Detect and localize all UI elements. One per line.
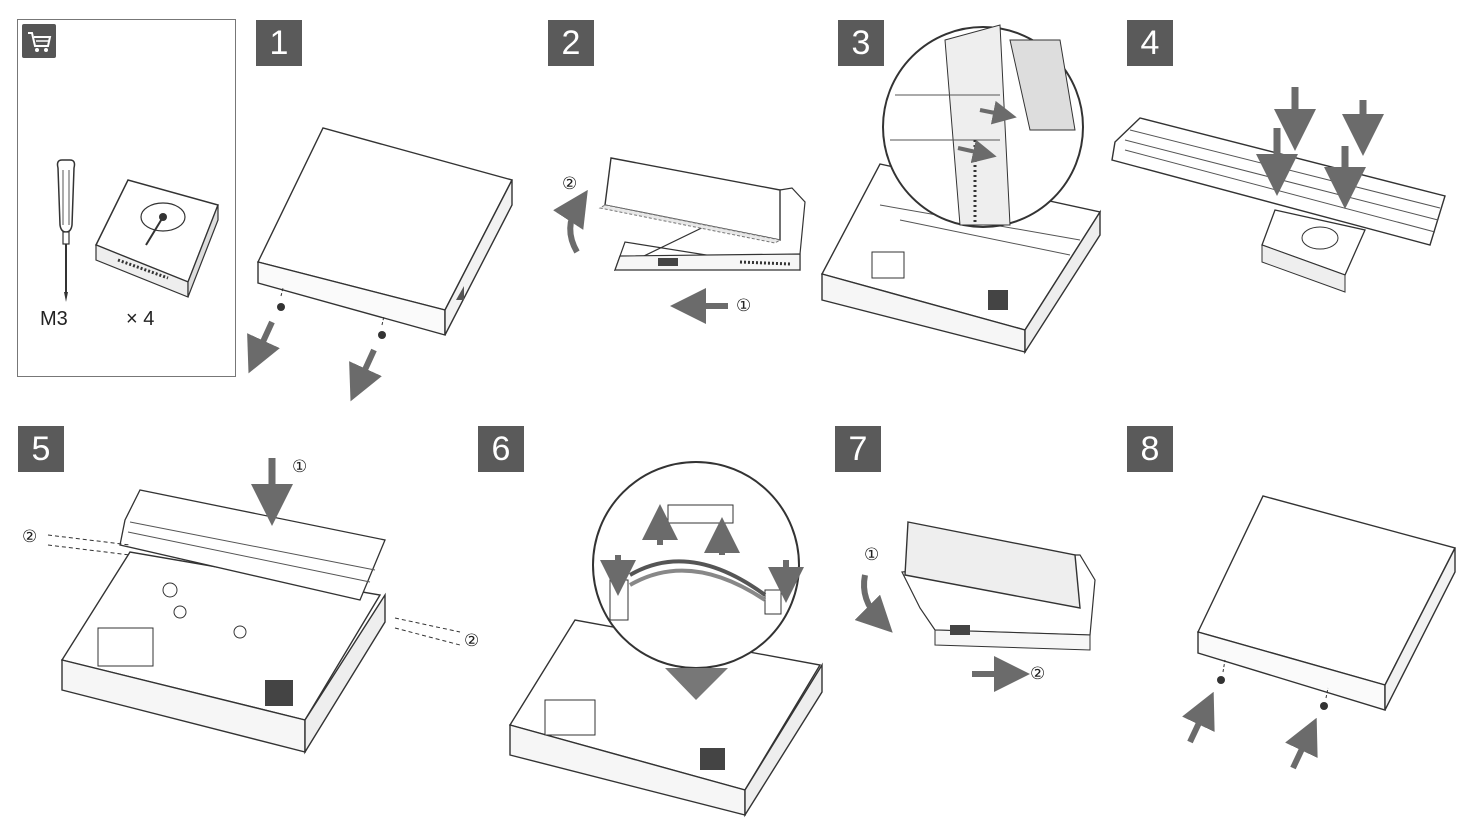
step-3-zoom-circle xyxy=(882,24,1084,228)
step-2-badge: 2 xyxy=(548,20,594,66)
step-5-chassis xyxy=(60,551,386,755)
step-7-callout-1: ① xyxy=(864,545,880,564)
step-7-device xyxy=(901,521,1096,651)
tools-panel: M3 × 4 xyxy=(17,19,236,377)
step-8-screws xyxy=(1217,659,1329,710)
step-8-arrows xyxy=(1182,691,1318,770)
step-8-badge: 8 xyxy=(1127,426,1173,472)
step-5-bracket xyxy=(119,489,386,601)
step-7-badge: 7 xyxy=(835,426,881,472)
step-5-callout-2-right: ② xyxy=(464,631,480,650)
step-7-arrows xyxy=(854,574,1030,692)
step-1-screws xyxy=(277,287,386,339)
step-4-arrows xyxy=(1256,87,1384,209)
step-1-arrows xyxy=(247,320,382,402)
hard-disk-icon xyxy=(94,179,219,298)
quantity-label: × 4 xyxy=(126,308,155,330)
step-5-badge: 5 xyxy=(18,426,64,472)
cart-icon xyxy=(22,24,56,58)
step-1-device xyxy=(256,127,514,336)
step-2-callout-2: ② xyxy=(562,174,578,193)
step-7-callout-2: ② xyxy=(1030,664,1046,683)
step-2-arrows xyxy=(553,189,728,324)
step-6-chassis xyxy=(508,619,823,818)
step-6-zoom-circle xyxy=(592,461,804,700)
step-4-badge: 4 xyxy=(1127,20,1173,66)
screwdriver-icon xyxy=(56,159,76,302)
step-8-device xyxy=(1197,495,1457,711)
screw-size-label: M3 xyxy=(40,308,68,330)
step-5-callout-2-left: ② xyxy=(22,527,38,546)
step-2-device xyxy=(598,157,806,272)
step-6-badge: 6 xyxy=(478,426,524,472)
step-1-badge: 1 xyxy=(256,20,302,66)
step-3-badge: 3 xyxy=(838,20,884,66)
step-5-callout-1: ① xyxy=(292,457,308,476)
step-2-callout-1: ① xyxy=(736,296,752,315)
